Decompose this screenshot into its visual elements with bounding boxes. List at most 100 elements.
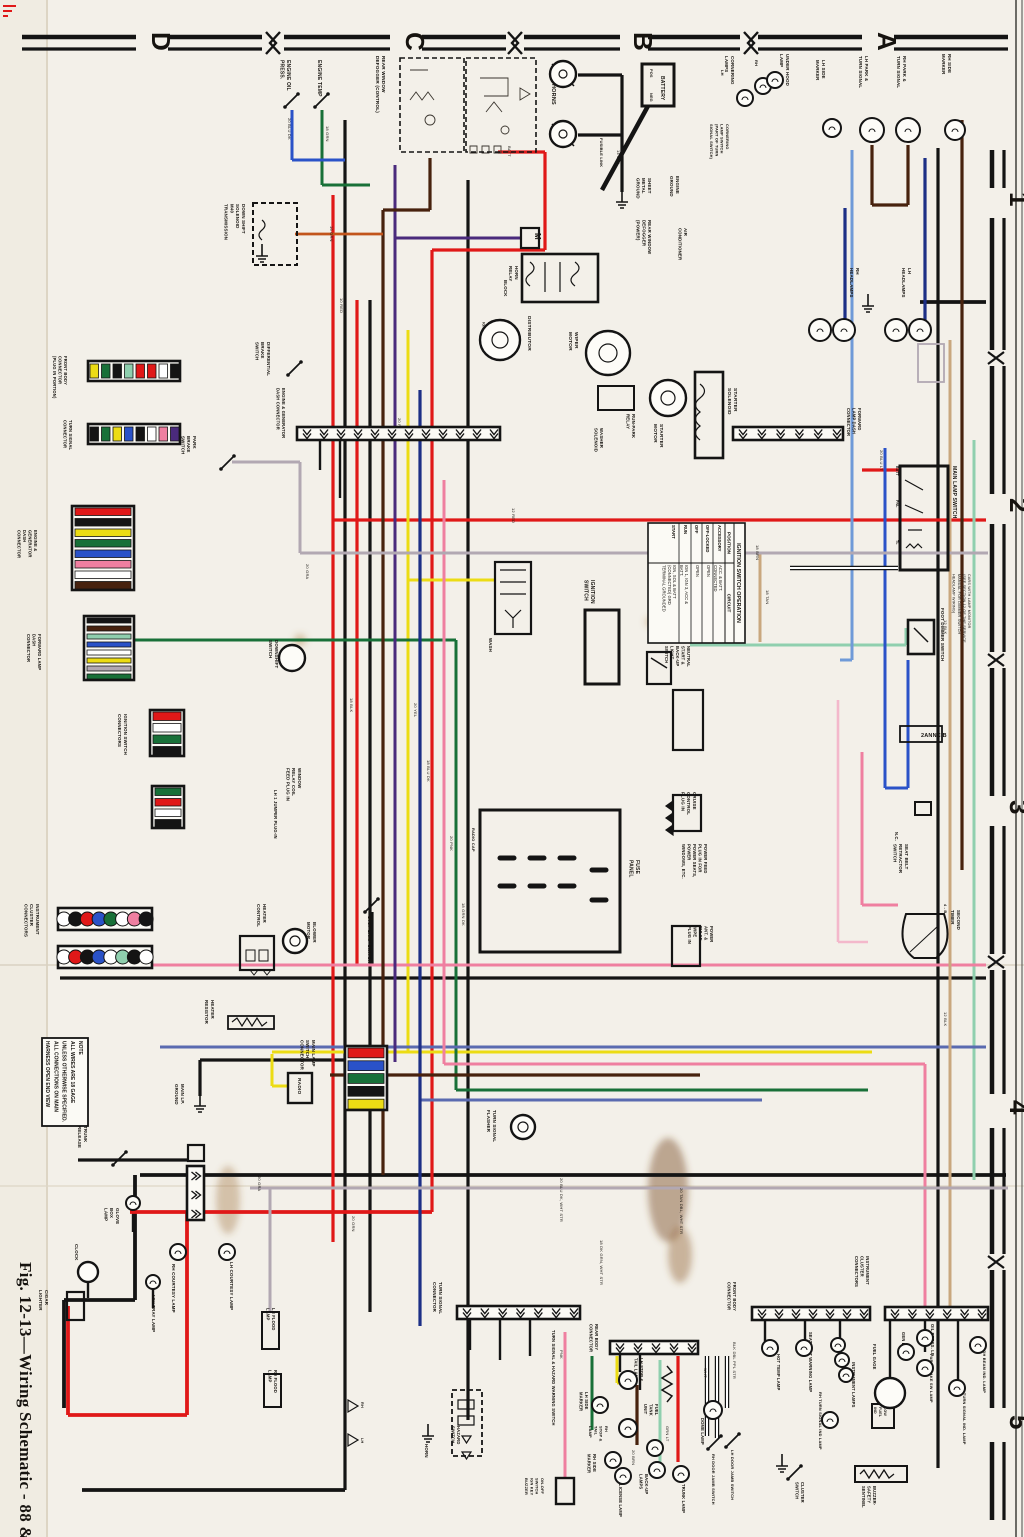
lamp-filament (596, 1403, 604, 1408)
component-label: RH DOOR JAMB SWITCH (711, 1454, 716, 1505)
component-label: SHEETMETALGROUND (635, 178, 652, 199)
harness-connector-bar (185, 1164, 206, 1222)
section-marker-B: B (628, 32, 658, 51)
symbol-details (87, 63, 949, 1480)
ground-symbol (422, 1424, 434, 1443)
lamp-filament (834, 1343, 842, 1348)
wire-gauge-label: 16 ORN (329, 226, 334, 242)
component-label: LH SIDEMARKER (579, 1392, 590, 1411)
wire-gauge-label: 18 GRN DK (461, 903, 466, 926)
lamp-symbol (604, 1451, 622, 1469)
switch-contact (706, 1447, 710, 1451)
section-marker-5: 5 (1004, 1415, 1024, 1430)
motor-symbol (548, 119, 578, 149)
wire-gauge-label: 20 BRN (631, 1450, 636, 1465)
component-label: ENGINE &GENERATORDASHCONNECTOR (17, 530, 39, 558)
connector-cavity (138, 911, 154, 927)
component-label: CORNERINGLAMPS (724, 56, 735, 85)
lamp-symbol (618, 1370, 638, 1390)
svg-text:ALL WIRES ARE 18 GAGE: ALL WIRES ARE 18 GAGE (69, 1041, 75, 1104)
component-label: LH PARK &TURN SIGNAL (858, 56, 869, 88)
lamp-filament (766, 1346, 774, 1351)
wire-gauge-label: 20 ORN (351, 1216, 356, 1232)
component-label: MAIN LAMP SWITCH (951, 466, 957, 519)
downshift-solenoid-coil (258, 219, 266, 241)
motor-symbol-inner (289, 935, 301, 947)
lamp-symbol (948, 1379, 966, 1397)
component-label: RADIO (296, 1078, 302, 1095)
component-label: LH SIDEMARKER (815, 60, 826, 81)
lamp-filament (149, 1280, 157, 1285)
connector-cell (124, 363, 134, 379)
svg-text:IGN, SOL & BATT: IGN, SOL & BATT (672, 565, 677, 599)
lamp-symbol (736, 89, 754, 107)
component-label: REAR BODYCONNECTOR (589, 1324, 600, 1352)
component-label: RH (360, 1402, 364, 1408)
wire-gauge-label: BATT (507, 146, 512, 157)
component-box (917, 343, 945, 383)
harness-connector-bar (455, 1304, 582, 1321)
lamp-filament (816, 328, 824, 333)
component-label: NEG (649, 93, 653, 102)
connector-cell (74, 539, 132, 548)
lamp-symbol (125, 1195, 141, 1211)
connector-cell (170, 426, 180, 442)
svg-text:ALL CONNECTIONS ON MAIN: ALL CONNECTIONS ON MAIN (52, 1041, 58, 1112)
component-label: BACK-UPLAMPS (639, 1474, 650, 1494)
component-label: HORNRELAY (508, 266, 519, 281)
connector-cell (74, 581, 132, 590)
wire-gauge-label: 20 TAN DBL, WHT STR (679, 1188, 684, 1234)
lamp-filament (759, 84, 767, 89)
component-label: POWER FEEDPLUG IN FORPOWER SEATS,POWERWI… (681, 844, 708, 879)
component-label: CORNERINGLAMP SWITCH(PART OF TURNSIGNAL … (709, 124, 730, 160)
component-label: WIPERMOTOR (567, 332, 579, 351)
component-box (670, 924, 702, 968)
motor-symbol (584, 329, 632, 377)
component-label: LHHEADLAMPS (901, 268, 912, 298)
dimmer-contact (913, 627, 929, 643)
wire-gauge-label: 20 BLU DK (287, 118, 292, 140)
wire-gauge-label: 20 BLU DK, WHT STR (559, 1178, 564, 1222)
section-marker-D: D (146, 32, 176, 51)
lamp-filament (892, 328, 900, 333)
lamp-filament (651, 1446, 659, 1451)
connector-cell (74, 518, 132, 527)
svg-text:OFF: OFF (694, 525, 699, 534)
component-label: STARTERMOTOR (652, 424, 664, 448)
component-label: FOOT DIMMER SWITCH (940, 608, 945, 661)
ground-symbol (194, 1094, 206, 1113)
component-label: ON-OFFSWITCHIGN KEYBUZZER (524, 1478, 545, 1496)
component-label: HEATERCONTROL (256, 904, 267, 927)
registration-marks (3, 5, 16, 17)
lamp-symbol (822, 118, 842, 138)
lamp-filament (953, 1386, 961, 1391)
component-box (583, 608, 621, 686)
component-label: STOP LAMP SWITCH (367, 916, 372, 963)
component-label: RH COURTESY LAMP (171, 1264, 176, 1313)
component-label: LOWFUELIND (873, 1407, 887, 1418)
connector-cell (147, 426, 157, 442)
motor-symbol-inner (558, 129, 568, 139)
connector-cell (347, 1073, 385, 1084)
fuel-tank-resistor (660, 1365, 674, 1403)
connector-chevrons (738, 429, 842, 440)
switch-contact (299, 360, 303, 364)
motor-symbol-inner (517, 1121, 529, 1133)
component-box (263, 1373, 282, 1408)
switch-contact (737, 1432, 741, 1436)
component-label: MAIN LP.GROUND (174, 1084, 185, 1105)
component-label: ASH TRAY LAMP (151, 1294, 156, 1332)
wire-gauge-label: 18 BLK (349, 698, 354, 712)
connector-cell (112, 363, 122, 379)
component-box (671, 793, 703, 833)
component-label: TL (895, 540, 899, 545)
connector-cell (152, 734, 182, 744)
turn-indicator-arrows (347, 1398, 360, 1448)
component-label: ENGINE & GENERATORDASH CONNECTOR (276, 388, 287, 438)
component-label: HORNS (550, 84, 556, 105)
component-label: ENGINEGROUND (669, 176, 680, 197)
switch-symbol (112, 1151, 127, 1166)
switch-contact (232, 454, 236, 458)
ground-symbol (256, 244, 268, 263)
